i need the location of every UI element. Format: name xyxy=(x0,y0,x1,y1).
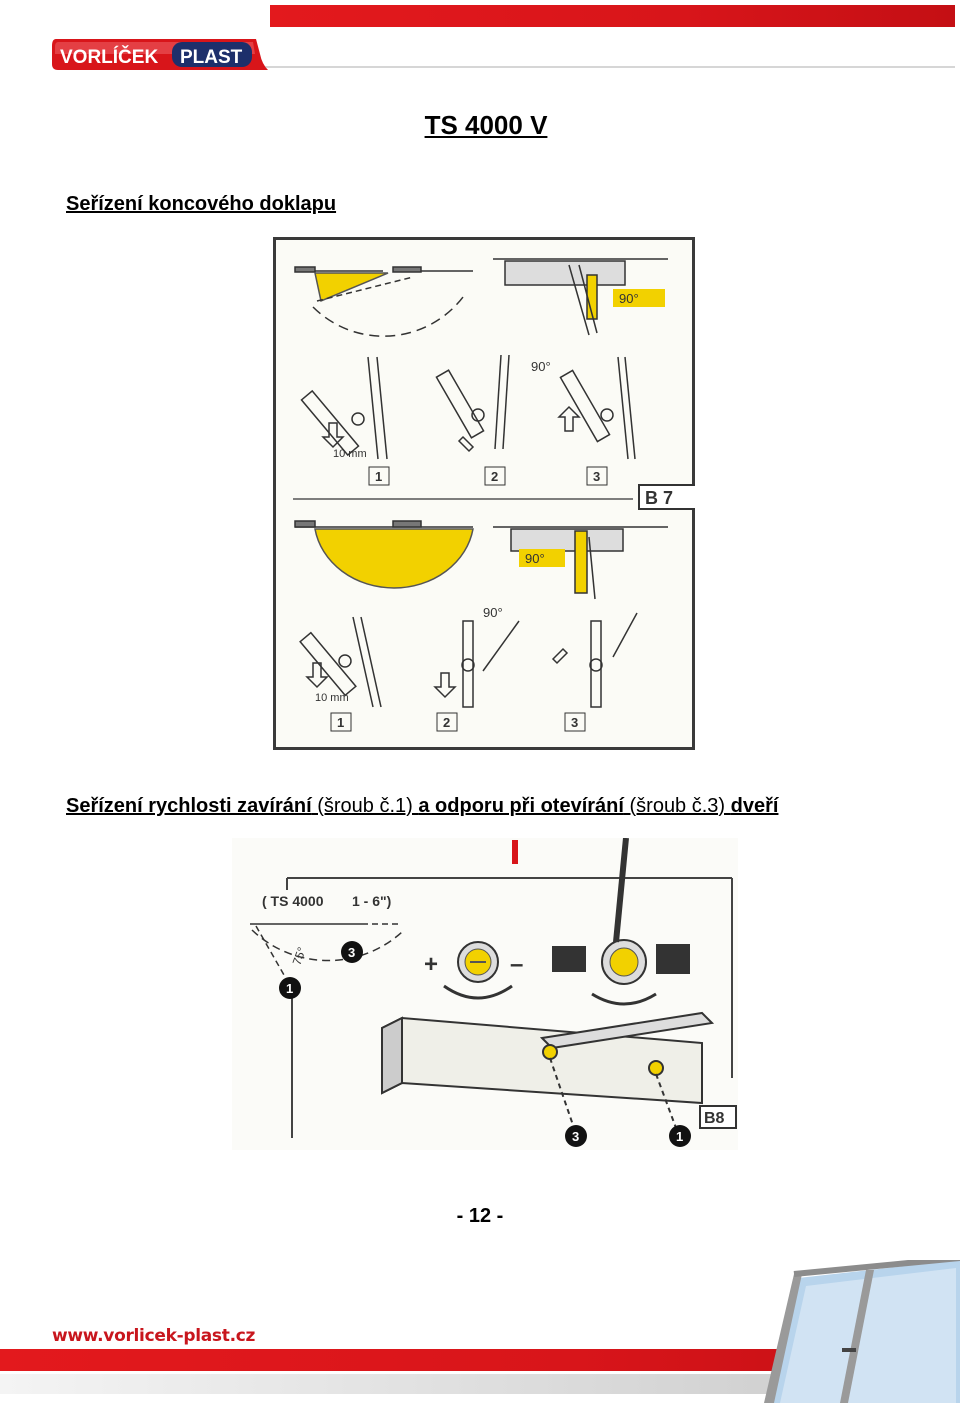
svg-text:90°: 90° xyxy=(619,291,639,306)
svg-text:2: 2 xyxy=(443,715,450,730)
heading-resistance-text: a odporu při otevírání xyxy=(418,795,624,817)
svg-text:10 mm: 10 mm xyxy=(315,692,349,704)
svg-text:75°: 75° xyxy=(290,945,309,967)
svg-text:PLAST: PLAST xyxy=(180,47,243,68)
svg-text:VORLÍČEK: VORLÍČEK xyxy=(60,46,158,68)
step-labels-row2: 1 2 3 xyxy=(330,712,586,732)
footer-grey-band xyxy=(0,1374,960,1394)
svg-text:1 - 6"): 1 - 6") xyxy=(352,893,391,909)
svg-text:–: – xyxy=(510,951,523,978)
section-heading-final-latch: Seřízení koncového doklapu xyxy=(66,193,337,215)
closer-screw-marker-1: 1 xyxy=(669,1125,691,1147)
svg-text:90°: 90° xyxy=(525,551,545,566)
svg-text:2: 2 xyxy=(491,469,498,484)
arm-diagrams-row2 xyxy=(299,612,638,708)
footer-red-band xyxy=(0,1349,960,1371)
screw-marker-3: 3 xyxy=(341,941,363,963)
heading-speed-text: Seřízení rychlosti zavírání xyxy=(66,795,312,817)
closer-screw-marker-3: 3 xyxy=(565,1125,587,1147)
svg-text:+: + xyxy=(424,951,438,978)
page-footer: www.vorlicek-plast.cz xyxy=(0,1260,960,1403)
svg-text:( TS 4000: ( TS 4000 xyxy=(262,893,324,909)
svg-text:3: 3 xyxy=(593,469,600,484)
heading-screw3-text: (šroub č.3) xyxy=(623,795,731,817)
resistance-screw-dial xyxy=(552,838,690,1006)
door-plan-upper xyxy=(294,266,473,337)
page-header: VORLÍČEK PLAST xyxy=(0,0,960,70)
svg-text:1: 1 xyxy=(375,469,382,484)
document-title: TS 4000 V xyxy=(424,110,548,140)
figure-latch-adjustment: 90° 90° 10 mm 1 2 3 B 7 xyxy=(273,237,695,750)
svg-text:3: 3 xyxy=(348,945,355,960)
closer-body xyxy=(381,1011,715,1129)
section-heading-speed-resistance: Seřízení rychlosti zavírání (šroub č.1) … xyxy=(66,795,778,818)
svg-text:3: 3 xyxy=(571,715,578,730)
svg-text:90°: 90° xyxy=(483,605,503,620)
footer-url[interactable]: www.vorlicek-plast.cz xyxy=(52,1326,256,1346)
frame-lines xyxy=(286,877,733,1138)
window-graphic xyxy=(764,1260,960,1403)
svg-text:1: 1 xyxy=(286,981,293,996)
heading-door-text: dveří xyxy=(730,795,779,817)
top-view-lower: 90° xyxy=(493,526,668,600)
svg-text:90°: 90° xyxy=(531,359,551,374)
svg-text:1: 1 xyxy=(337,715,344,730)
model-label: ( TS 4000 1 - 6") xyxy=(262,890,402,912)
header-red-band xyxy=(270,5,955,27)
svg-text:B8: B8 xyxy=(704,1110,725,1127)
screw-marker-1: 1 xyxy=(279,977,301,999)
header-divider xyxy=(245,66,955,68)
vorlicek-plast-logo: VORLÍČEK PLAST xyxy=(52,39,268,70)
page-number: - 12 - xyxy=(456,1205,504,1227)
speed-screw-dial: + – xyxy=(424,941,523,1000)
svg-text:B 7: B 7 xyxy=(645,488,673,508)
arm-diagrams-row1 xyxy=(300,354,636,460)
step-labels-row1: 1 2 3 xyxy=(368,466,608,486)
heading-screw1-text: (šroub č.1) xyxy=(311,795,419,817)
svg-text:10 mm: 10 mm xyxy=(333,448,367,460)
top-view-upper: 90° xyxy=(493,258,668,336)
badge-b8: B8 xyxy=(699,1105,737,1129)
door-plan-lower xyxy=(294,520,474,589)
badge-b7: B 7 xyxy=(638,484,695,510)
figure-closer-adjustment: ( TS 4000 1 - 6") 75° 1 3 + – xyxy=(232,838,738,1150)
swing-arc xyxy=(250,923,403,997)
svg-text:1: 1 xyxy=(676,1129,683,1144)
svg-text:3: 3 xyxy=(572,1129,579,1144)
